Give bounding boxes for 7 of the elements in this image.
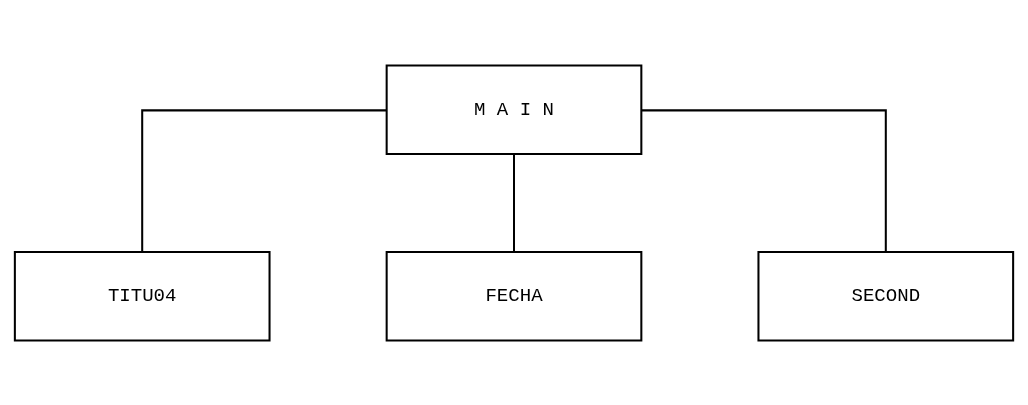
node-box: TITU04 (13, 250, 271, 342)
connector (141, 108, 387, 252)
node-box: FECHA (385, 250, 643, 342)
node-box: SECOND (757, 250, 1015, 342)
connector (513, 153, 515, 252)
connector (641, 108, 887, 252)
node-box: M A I N (385, 63, 643, 155)
